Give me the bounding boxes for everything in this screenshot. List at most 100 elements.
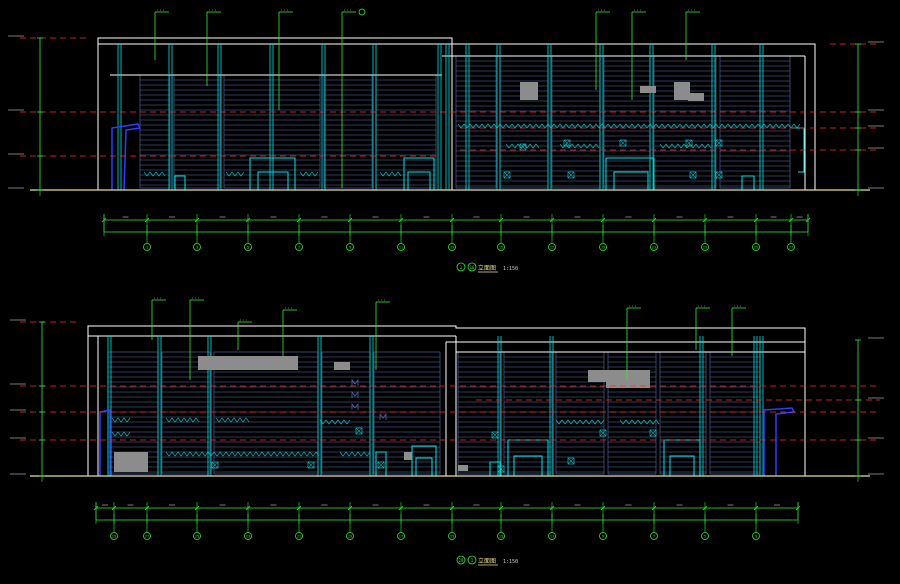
- dim-tick: [788, 217, 794, 223]
- leaders-bottom: [151, 297, 746, 380]
- fill-panels-bottom: [114, 356, 650, 472]
- axis-bubble: [650, 532, 658, 540]
- axis-label: 15: [450, 535, 454, 539]
- axis-label: 17: [399, 535, 403, 539]
- dim-tick: [398, 505, 404, 511]
- hatch-zigzag: [555, 419, 605, 425]
- dim-tick: [549, 217, 555, 223]
- level-lines-top: [20, 37, 880, 157]
- facade-panel: [139, 74, 171, 189]
- axis-label: 21: [297, 535, 301, 539]
- axis-bubble: [599, 243, 607, 251]
- hatch-box-diag: [307, 461, 315, 469]
- axis-bubble: [448, 532, 456, 540]
- leader-bubble: [358, 8, 366, 16]
- hatch-box-diag: [211, 461, 219, 469]
- hatch-box: [567, 457, 575, 465]
- title-marker-b-bottom: 1: [471, 558, 474, 563]
- dim-tick: [111, 505, 117, 511]
- side-dimensions-top: [8, 35, 884, 196]
- hatch-box-diag: [715, 139, 723, 147]
- axis-bubble: [193, 532, 201, 540]
- axis-bubble: [295, 532, 303, 540]
- facade-panel: [321, 351, 371, 475]
- dim-tick: [600, 505, 606, 511]
- dim-tick: [600, 217, 606, 223]
- dim-tick: [449, 505, 455, 511]
- facade-panel: [213, 351, 319, 475]
- hatch-box: [649, 429, 657, 437]
- dim-tick: [194, 505, 200, 511]
- drawing-title-top: 1 16 立面图 1:150: [456, 262, 518, 273]
- title-marker-a-top: 1: [460, 265, 463, 270]
- axis-bubble: [448, 243, 456, 251]
- axis-bubble: [295, 243, 303, 251]
- hatch-box: [715, 139, 723, 147]
- axis-label: 9: [349, 246, 351, 250]
- axis-bubble: [497, 532, 505, 540]
- facade-panel: [373, 351, 441, 475]
- axis-bubble: [548, 243, 556, 251]
- hatch-box-diag: [715, 171, 723, 179]
- title-marker-b-top: 16: [470, 265, 475, 270]
- hatch-box: [685, 139, 693, 147]
- axis-label: 7: [298, 246, 300, 250]
- columns-top: [117, 44, 764, 190]
- hatch-box-diag: [649, 429, 657, 437]
- hatch-box: [715, 171, 723, 179]
- axis-label: 5: [704, 535, 706, 539]
- facade-panel: [709, 351, 761, 475]
- hatch-box-diag: [377, 461, 385, 469]
- hatch-zigzag: [319, 419, 351, 425]
- axis-label: 3: [196, 246, 198, 250]
- hatch-box-diag: [685, 139, 693, 147]
- hatch-zigzag: [299, 171, 319, 177]
- axis-bubble: [143, 243, 151, 251]
- hatch-zigzag: [215, 417, 250, 423]
- facade-grid-bottom: [107, 351, 761, 475]
- axis-label: 21: [652, 246, 656, 250]
- axis-label: 23: [246, 535, 250, 539]
- dim-tick: [245, 217, 251, 223]
- dim-tick: [144, 217, 150, 223]
- axis-label: 19: [348, 535, 352, 539]
- dim-tick: [753, 217, 759, 223]
- facade-panel: [173, 74, 221, 189]
- facade-panel: [323, 74, 373, 189]
- hatch-box: [211, 461, 219, 469]
- drawing-title-bottom: 29 1 立面图 1:150: [456, 555, 518, 566]
- canopy-top: [111, 123, 142, 191]
- facade-grid-top: [139, 55, 791, 189]
- dim-tick: [753, 505, 759, 511]
- axis-label: 11: [550, 535, 554, 539]
- dim-tick: [347, 217, 353, 223]
- leaders-top: [154, 8, 700, 188]
- axis-bubble: [701, 532, 709, 540]
- axis-label: 17: [550, 246, 554, 250]
- side-dimensions-bottom: [10, 319, 884, 482]
- axis-label: 25: [195, 535, 199, 539]
- hatch-box-diag: [519, 143, 527, 151]
- axis-label: 7: [653, 535, 655, 539]
- axis-bubble: [752, 532, 760, 540]
- axis-label: 25: [754, 246, 758, 250]
- hatch-zigzag: [143, 171, 166, 177]
- hatch-box: [503, 171, 511, 179]
- title-text-top: 立面图: [478, 264, 496, 272]
- hatch-zigzag: [619, 419, 660, 425]
- hatch-zigzag: [111, 417, 131, 423]
- hatch-zigzag: [659, 143, 712, 149]
- hatch-box: [377, 461, 385, 469]
- dim-tick: [702, 505, 708, 511]
- axis-label: 15: [499, 246, 503, 250]
- axis-bubble: [346, 243, 354, 251]
- facade-panel: [375, 74, 437, 189]
- hatch-box: [599, 429, 607, 437]
- dim-tick: [651, 217, 657, 223]
- hatch-m-mark: [351, 402, 359, 410]
- axis-bubble: [397, 243, 405, 251]
- axis-label: 29: [112, 535, 116, 539]
